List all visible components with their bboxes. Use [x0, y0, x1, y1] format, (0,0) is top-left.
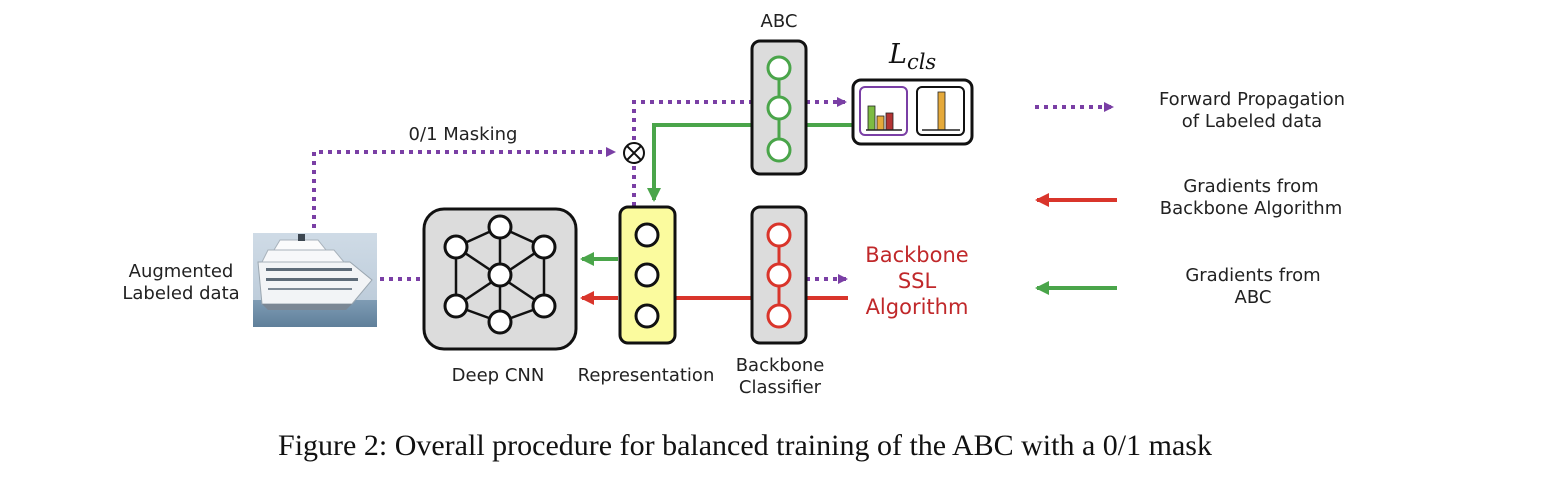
abc-node [766, 95, 792, 121]
legend-forward-line1: Forward Propagation [1159, 89, 1345, 110]
legend-item-red-gradient: Gradients from Backbone Algorithm [1035, 176, 1343, 219]
legend-red-line1: Gradients from [1183, 176, 1318, 197]
legend-red-line2: Backbone Algorithm [1160, 198, 1343, 219]
legend-item-forward: Forward Propagation of Labeled data [1035, 89, 1345, 132]
backbone-classifier-label-line1: Backbone [736, 355, 825, 376]
bar-chart-icon [916, 86, 965, 136]
forward-masking-path [312, 147, 616, 228]
forward-mask-to-abc [632, 100, 752, 140]
representation-label: Representation [578, 365, 715, 386]
loss-main: L [888, 39, 907, 70]
green-abc-to-representation [647, 123, 752, 202]
cnn-node [487, 214, 513, 240]
representation-node [634, 222, 660, 248]
masking-label: 0/1 Masking [409, 124, 518, 145]
cruise-ship-image [253, 233, 377, 327]
deep-cnn-block [422, 207, 578, 351]
abc-label: ABC [761, 11, 798, 32]
cnn-node [487, 262, 513, 288]
backbone-node [766, 262, 792, 288]
loss-box [851, 78, 974, 146]
backbone-node [766, 303, 792, 329]
deep-cnn-label: Deep CNN [452, 365, 545, 386]
cnn-node [443, 234, 469, 260]
backbone-ssl-label-line3: Algorithm [866, 295, 969, 319]
caption-text: Overall procedure for balanced training … [395, 429, 1212, 462]
legend-green-line1: Gradients from [1185, 265, 1320, 286]
backbone-ssl-label-line2: SSL [898, 269, 937, 293]
backbone-classifier-block [750, 205, 808, 345]
representation-node [634, 262, 660, 288]
circled-times-icon [623, 142, 645, 164]
cnn-node [531, 293, 557, 319]
legend-forward-line2: of Labeled data [1182, 111, 1322, 132]
legend-green-line2: ABC [1235, 287, 1272, 308]
legend: Forward Propagation of Labeled data Grad… [1035, 89, 1345, 308]
input-label-line2: Labeled data [122, 283, 239, 304]
abc-gradient-paths [580, 123, 852, 266]
input-label-line1: Augmented [129, 261, 234, 282]
loss-label: Lcls [888, 39, 936, 74]
abc-node [766, 137, 792, 163]
representation-block [618, 205, 677, 345]
abc-node [766, 55, 792, 81]
cnn-node [531, 234, 557, 260]
forward-propagation-paths [312, 97, 848, 284]
representation-node [634, 303, 660, 329]
legend-item-green-gradient: Gradients from ABC [1035, 265, 1321, 308]
backbone-classifier-label-line2: Classifier [739, 377, 822, 398]
bar-chart-icon [859, 86, 908, 136]
loss-subscript: cls [907, 50, 936, 74]
caption-prefix: Figure 2: [278, 429, 387, 462]
figure-caption: Figure 2: Overall procedure for balanced… [278, 429, 1212, 462]
backbone-node [766, 222, 792, 248]
abc-block [750, 39, 808, 176]
cnn-node [487, 309, 513, 335]
cnn-node [443, 293, 469, 319]
backbone-ssl-label-line1: Backbone [865, 243, 968, 267]
